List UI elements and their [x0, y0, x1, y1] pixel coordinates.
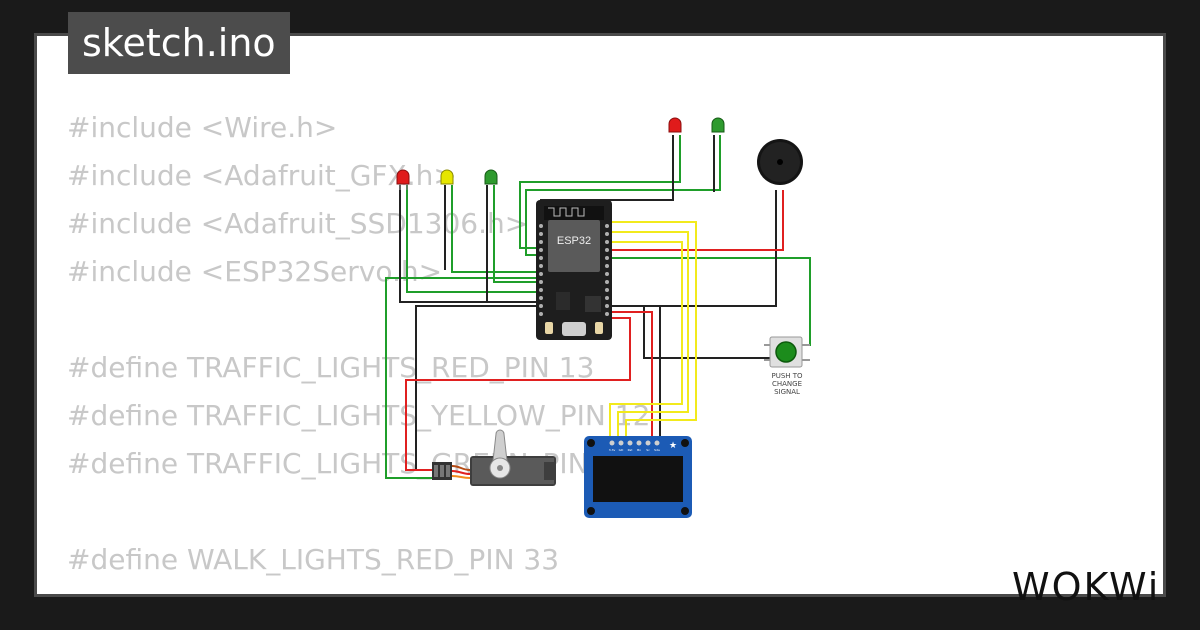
- wokwi-logo: WOKWi: [1012, 565, 1160, 609]
- oled-pin-label: Sc: [646, 448, 650, 452]
- code-line: #define TRAFFIC_LIGHTS_RED_PIN 13: [67, 351, 595, 384]
- oled-pin-label: Bx: [637, 448, 641, 452]
- button-caption-line: SIGNAL: [774, 388, 800, 396]
- logo-text: WOKWi: [1012, 565, 1160, 609]
- led-red-walk[interactable]: [668, 117, 682, 133]
- oled-pin-label: Sda: [654, 448, 660, 452]
- code-line: #define WALK_LIGHTS_GREEN_PIN 32: [67, 584, 650, 594]
- oled-pin-label: 3.3v: [609, 448, 616, 452]
- code-line: #include <Wire.h>: [67, 111, 338, 144]
- oled-pin-label: Rst: [628, 448, 634, 452]
- red-wires: [405, 190, 784, 471]
- led-green-left[interactable]: [484, 169, 498, 185]
- buzzer[interactable]: [757, 139, 803, 185]
- code-background: #include <Wire.h> #include <Adafruit_GFX.…: [67, 104, 651, 594]
- file-name-tab[interactable]: sketch.ino: [68, 12, 290, 74]
- pushbutton[interactable]: [764, 336, 810, 368]
- code-line: #include <Adafruit_SSD1306.h>: [67, 207, 529, 240]
- code-line: #include <ESP32Servo.h>: [67, 255, 443, 288]
- code-line: #include <Adafruit_GFX.h>: [67, 159, 457, 192]
- star-icon: ★: [669, 441, 677, 451]
- oled-display[interactable]: 3.3v GD Rst Bx Sc Sda ★: [584, 436, 692, 518]
- yellow-wires: [609, 221, 697, 440]
- button-caption-line: PUSH TO: [771, 372, 803, 380]
- code-line: #define WALK_LIGHTS_RED_PIN 33: [67, 543, 560, 576]
- servo-motor[interactable]: [432, 429, 556, 486]
- code-line: #define TRAFFIC_LIGHTS_YELLOW_PIN 12: [67, 399, 651, 432]
- led-red-left[interactable]: [396, 169, 410, 190]
- button-caption: PUSH TO CHANGE SIGNAL: [771, 372, 803, 396]
- frame-bottom-border: [36, 594, 1164, 597]
- button-caption-line: CHANGE: [772, 380, 802, 388]
- led-green-walk[interactable]: [711, 117, 725, 133]
- esp32-label: ESP32: [557, 235, 591, 247]
- led-yellow-left[interactable]: [440, 169, 454, 185]
- oled-pin-label: GD: [619, 448, 624, 452]
- esp32-board[interactable]: ESP32: [536, 200, 612, 340]
